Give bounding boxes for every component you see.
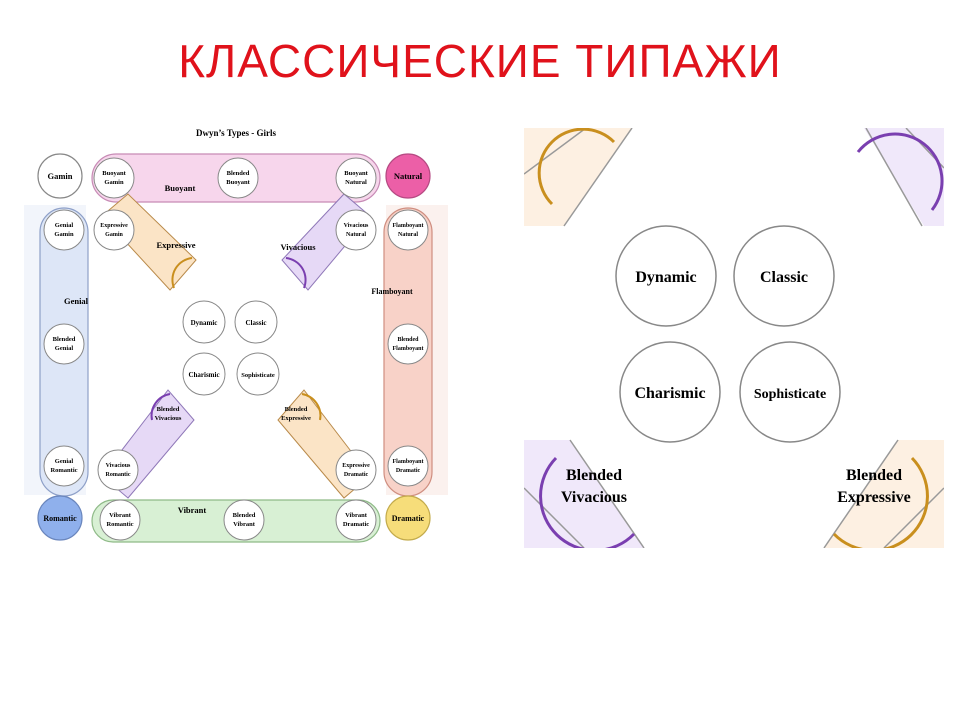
- center-sophisticate: Sophisticate: [236, 352, 280, 396]
- circle-genial-gamin: Genial Gamin: [43, 209, 85, 251]
- corner-natural: Natural: [385, 153, 431, 199]
- circle-vivacious-romantic: Vivacious Romantic: [97, 449, 139, 491]
- svg-text:Vivacious: Vivacious: [155, 415, 182, 422]
- corner-expressive-bottom-right: [823, 439, 944, 548]
- diagram-title: Dwyn’s Types - Girls: [196, 128, 277, 138]
- corner-vivacious-top-right: [856, 128, 944, 227]
- svg-text:Blended: Blended: [53, 336, 76, 343]
- svg-text:Sophisticate: Sophisticate: [241, 372, 275, 379]
- zoom-center-dynamic: Dynamic: [615, 225, 717, 327]
- svg-text:Vibrant: Vibrant: [345, 512, 368, 519]
- circle-blended-vibrant: Blended Vibrant: [223, 499, 265, 541]
- circle-blended-flamboyant: Blended Flamboyant: [387, 323, 429, 365]
- svg-text:Buoyant: Buoyant: [344, 170, 368, 177]
- genial-label: Genial: [64, 296, 89, 306]
- circle-vibrant-dramatic: Vibrant Dramatic: [335, 499, 377, 541]
- svg-text:Blended: Blended: [227, 170, 250, 177]
- svg-text:Gamin: Gamin: [47, 171, 72, 181]
- circle-genial-romantic: Genial Romantic: [43, 445, 85, 487]
- svg-text:Classic: Classic: [760, 269, 808, 286]
- svg-text:Vivacious: Vivacious: [344, 223, 369, 229]
- svg-text:Expressive: Expressive: [837, 489, 910, 506]
- svg-text:Genial: Genial: [55, 222, 74, 229]
- corner-gamin: Gamin: [37, 153, 83, 199]
- svg-text:Vivacious: Vivacious: [106, 463, 131, 469]
- center-dynamic: Dynamic: [182, 300, 226, 344]
- classic-types-zoom: Dynamic Classic Charismic Sophisticate B…: [524, 128, 944, 548]
- svg-text:Sophisticate: Sophisticate: [754, 387, 826, 402]
- expressive-label: Expressive: [156, 240, 195, 250]
- buoyant-label: Buoyant: [165, 183, 196, 193]
- center-charismic: Charismic: [182, 352, 226, 396]
- svg-text:Gamin: Gamin: [104, 179, 124, 186]
- svg-text:Flamboyant: Flamboyant: [392, 223, 423, 229]
- svg-text:Charismic: Charismic: [634, 385, 705, 402]
- svg-text:Flamboyant: Flamboyant: [392, 459, 423, 465]
- svg-text:Dramatic: Dramatic: [343, 521, 369, 528]
- svg-text:Expressive: Expressive: [281, 415, 311, 422]
- svg-text:Vivacious: Vivacious: [561, 489, 627, 506]
- svg-text:Expressive: Expressive: [100, 223, 128, 229]
- svg-text:Dramatic: Dramatic: [344, 472, 369, 478]
- corner-romantic: Romantic: [37, 495, 83, 541]
- svg-text:Vibrant: Vibrant: [233, 521, 256, 528]
- svg-text:Gamin: Gamin: [105, 232, 123, 238]
- circle-vibrant-romantic: Vibrant Romantic: [99, 499, 141, 541]
- zoom-label-blended-vivacious: Blended Vivacious: [561, 467, 627, 506]
- svg-text:Blended: Blended: [157, 406, 180, 413]
- svg-text:Romantic: Romantic: [106, 521, 133, 528]
- slide-title: КЛАССИЧЕСКИЕ ТИПАЖИ: [178, 35, 782, 87]
- corner-vivacious-bottom-left: [524, 439, 645, 548]
- svg-text:Charismic: Charismic: [188, 371, 219, 379]
- center-classic: Classic: [234, 300, 278, 344]
- circle-expressive-gamin: Expressive Gamin: [93, 209, 135, 251]
- vivacious-label: Vivacious: [280, 242, 316, 252]
- svg-text:Natural: Natural: [345, 179, 367, 186]
- circle-expressive-dramatic: Expressive Dramatic: [335, 449, 377, 491]
- corner-dramatic: Dramatic: [385, 495, 431, 541]
- circle-buoyant-natural: Buoyant Natural: [335, 157, 377, 199]
- svg-text:Romantic: Romantic: [43, 514, 77, 523]
- circle-buoyant-gamin: Buoyant Gamin: [93, 157, 135, 199]
- label-blended-vivacious: Blended Vivacious: [155, 406, 182, 422]
- svg-text:Flamboyant: Flamboyant: [392, 346, 423, 352]
- svg-text:Natural: Natural: [394, 171, 423, 181]
- svg-text:Buoyant: Buoyant: [226, 179, 250, 186]
- svg-text:Romantic: Romantic: [106, 472, 131, 478]
- svg-text:Dynamic: Dynamic: [191, 319, 218, 327]
- circle-flamboyant-natural: Flamboyant Natural: [387, 209, 429, 251]
- svg-text:Vibrant: Vibrant: [109, 512, 132, 519]
- circle-vivacious-natural: Vivacious Natural: [335, 209, 377, 251]
- svg-text:Blended: Blended: [397, 337, 419, 343]
- svg-text:Buoyant: Buoyant: [102, 170, 126, 177]
- svg-text:Blended: Blended: [846, 467, 902, 484]
- zoom-center-sophisticate: Sophisticate: [739, 341, 841, 443]
- svg-text:Dramatic: Dramatic: [396, 468, 421, 474]
- svg-text:Natural: Natural: [398, 232, 418, 238]
- circle-blended-buoyant: Blended Buoyant: [217, 157, 259, 199]
- svg-text:Genial: Genial: [55, 458, 74, 465]
- zoom-label-blended-expressive: Blended Expressive: [837, 467, 910, 506]
- svg-text:Romantic: Romantic: [50, 467, 77, 474]
- zoom-center-classic: Classic: [733, 225, 835, 327]
- svg-text:Expressive: Expressive: [342, 463, 370, 469]
- zoom-center-charismic: Charismic: [619, 341, 721, 443]
- corner-expressive-top-left: [524, 128, 633, 227]
- circle-blended-genial: Blended Genial: [43, 323, 85, 365]
- svg-text:Blended: Blended: [566, 467, 622, 484]
- vibrant-label: Vibrant: [178, 505, 207, 515]
- svg-text:Natural: Natural: [346, 232, 366, 238]
- flamboyant-label: Flamboyant: [371, 287, 413, 296]
- svg-text:Dynamic: Dynamic: [635, 269, 696, 286]
- circle-flamboyant-dramatic: Flamboyant Dramatic: [387, 445, 429, 487]
- svg-text:Gamin: Gamin: [54, 231, 74, 238]
- label-blended-expressive: Blended Expressive: [281, 406, 311, 422]
- svg-text:Blended: Blended: [285, 406, 308, 413]
- svg-text:Classic: Classic: [246, 319, 267, 327]
- svg-text:Blended: Blended: [233, 512, 256, 519]
- svg-text:Genial: Genial: [55, 345, 74, 352]
- dwyn-types-diagram: Dwyn’s Types - Girls Buoyant Genial Flam…: [24, 128, 448, 543]
- svg-text:Dramatic: Dramatic: [392, 514, 425, 523]
